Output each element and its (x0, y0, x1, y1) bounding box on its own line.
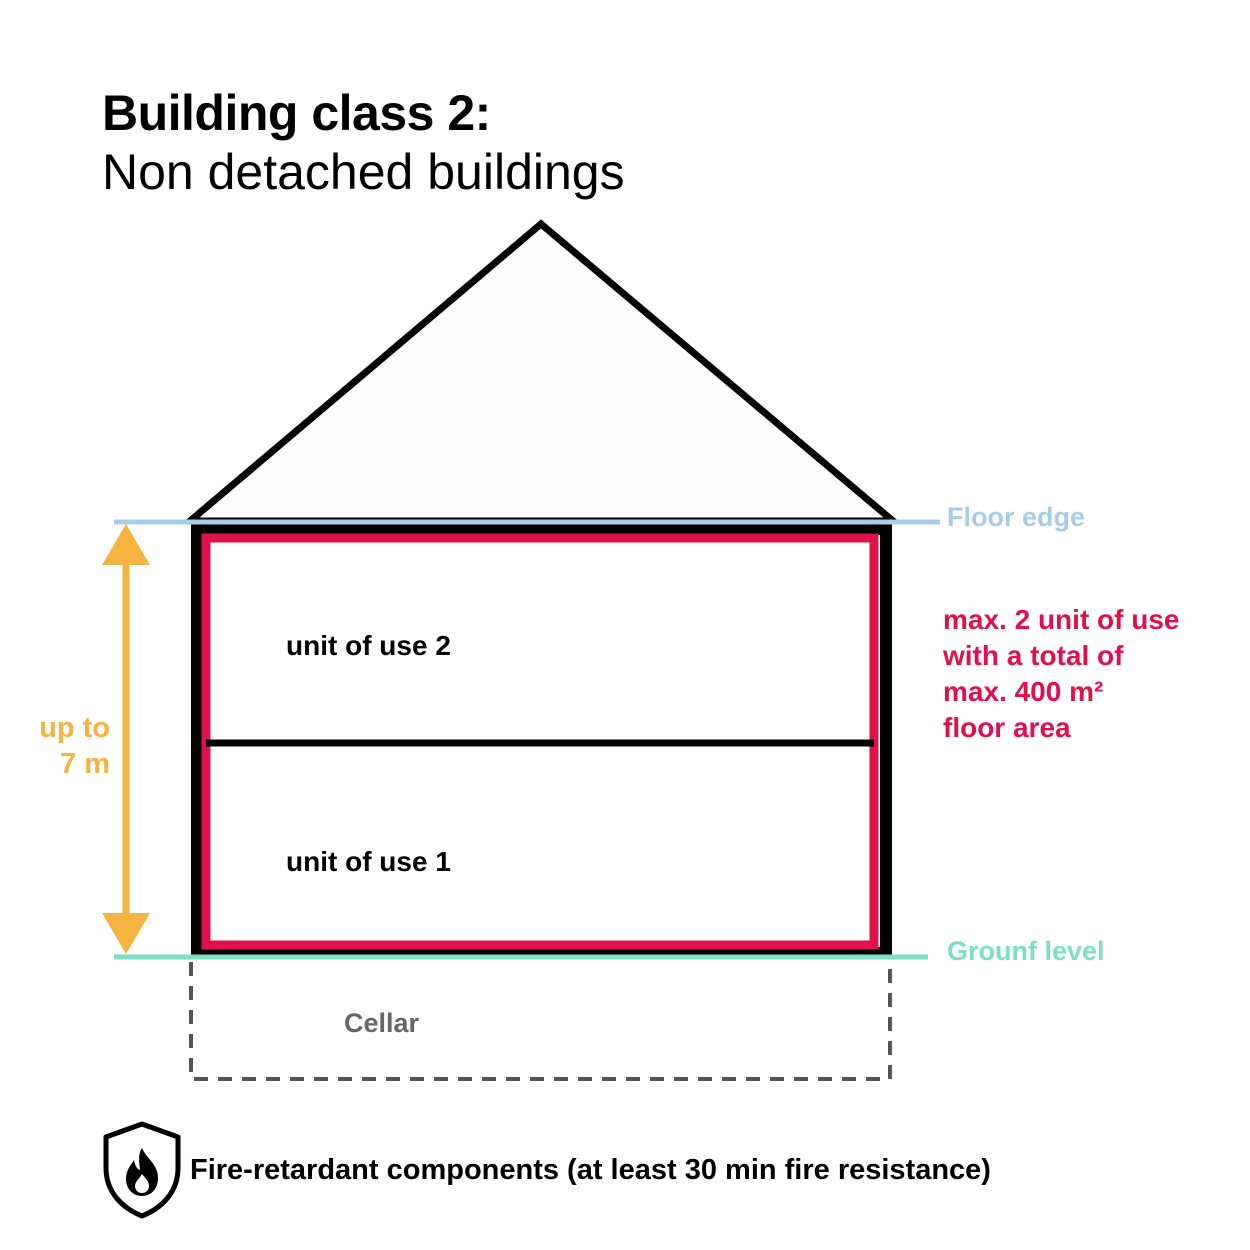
cellar-outline (189, 962, 892, 1081)
capacity-line3: max. 400 m² (943, 676, 1104, 707)
page-title: Building class 2: (102, 85, 491, 141)
floor-edge-label: Floor edge (947, 502, 1086, 532)
ground-level-label: Grounf level (947, 936, 1105, 966)
cellar-label: Cellar (344, 1008, 420, 1038)
height-label-line2: 7 m (60, 748, 110, 780)
capacity-line4: floor area (943, 712, 1071, 743)
capacity-note: max. 2 unit of use with a total of max. … (943, 602, 1180, 746)
capacity-line1: max. 2 unit of use (943, 604, 1180, 635)
height-label: up to 7 m (30, 710, 110, 782)
roof (180, 219, 903, 525)
unit-of-use-2-label: unit of use 2 (286, 630, 451, 661)
height-arrow (102, 524, 150, 954)
page-subtitle: Non detached buildings (102, 144, 625, 200)
footer-note: Fire-retardant components (at least 30 m… (190, 1154, 991, 1186)
title-block: Building class 2: Non detached buildings (102, 84, 625, 202)
unit-of-use-1-label: unit of use 1 (286, 846, 451, 877)
capacity-line2: with a total of (943, 640, 1124, 671)
fire-shield-icon (103, 1121, 181, 1219)
height-label-line1: up to (39, 712, 110, 744)
